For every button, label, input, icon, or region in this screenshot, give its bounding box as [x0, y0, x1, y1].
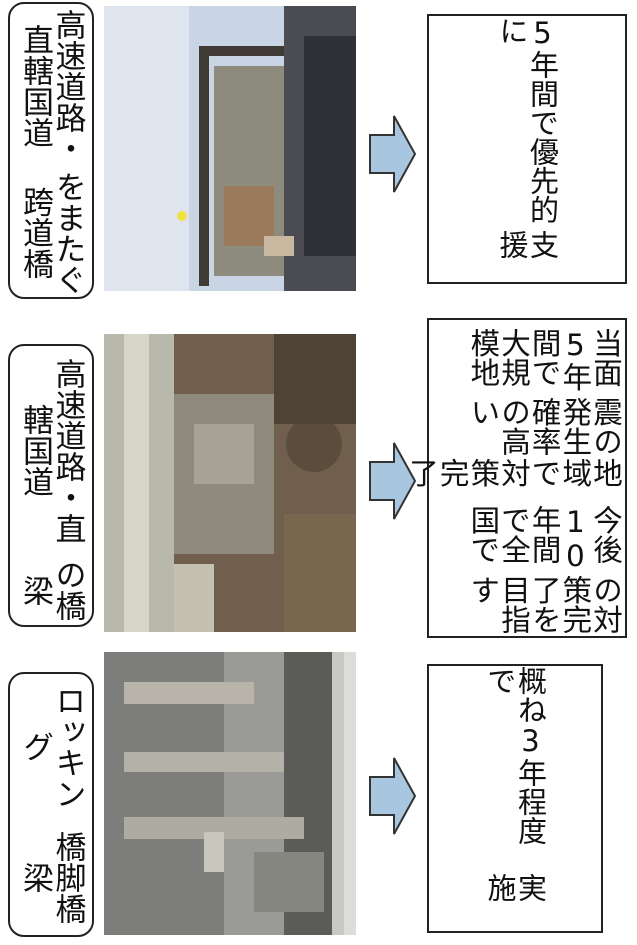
row2-arrow-icon: [366, 440, 418, 522]
row3-label-line2: をまたぐ跨道橋: [17, 170, 86, 295]
row2-result-line3: 地域で対策完了: [404, 457, 623, 488]
row2-result-line4: 今後10年間で全国で: [466, 505, 623, 574]
row2-label-line2: の橋梁: [17, 559, 86, 622]
row1-label-box: ロッキング 橋脚橋梁: [8, 672, 94, 937]
row2-photo: [104, 334, 356, 632]
row2-result-line5: の対策完了を目指す: [466, 575, 623, 635]
row3-label-line1: 高速道路・直轄国道: [17, 8, 86, 164]
row1-photo: [104, 652, 356, 935]
row3-photo: [104, 6, 356, 291]
row1-result-line1: 概ね3年程度で: [483, 666, 548, 845]
row1-result-line2: 実施: [483, 873, 548, 903]
row1-label-line1: ロッキング: [17, 684, 86, 809]
row2-result-box: 当面5年間で大規模地 震の発生確率の高い 地域で対策完了 今後10年間で全国で …: [405, 318, 627, 638]
row3-result-line2: 支援: [495, 229, 560, 259]
row3-result-line1: 5年間で優先的に: [495, 16, 560, 224]
row3-result-box: 5年間で優先的に 支援: [427, 14, 627, 284]
row3-label-box: 高速道路・直轄国道 をまたぐ跨道橋: [8, 2, 94, 299]
row3-arrow-icon: [366, 113, 418, 195]
row1-arrow-icon: [366, 755, 418, 837]
row2-label-box: 高速道路・直轄国道 の橋梁: [8, 344, 94, 627]
row2-label-line1: 高速道路・直轄国道: [17, 357, 86, 544]
row2-result-line1: 当面5年間で大規模地: [466, 328, 623, 392]
row1-label-line2: 橋脚橋梁: [17, 830, 86, 924]
row1-result-box: 概ね3年程度で 実施: [427, 664, 603, 933]
row2-result-line2: 震の発生確率の高い: [466, 396, 623, 456]
